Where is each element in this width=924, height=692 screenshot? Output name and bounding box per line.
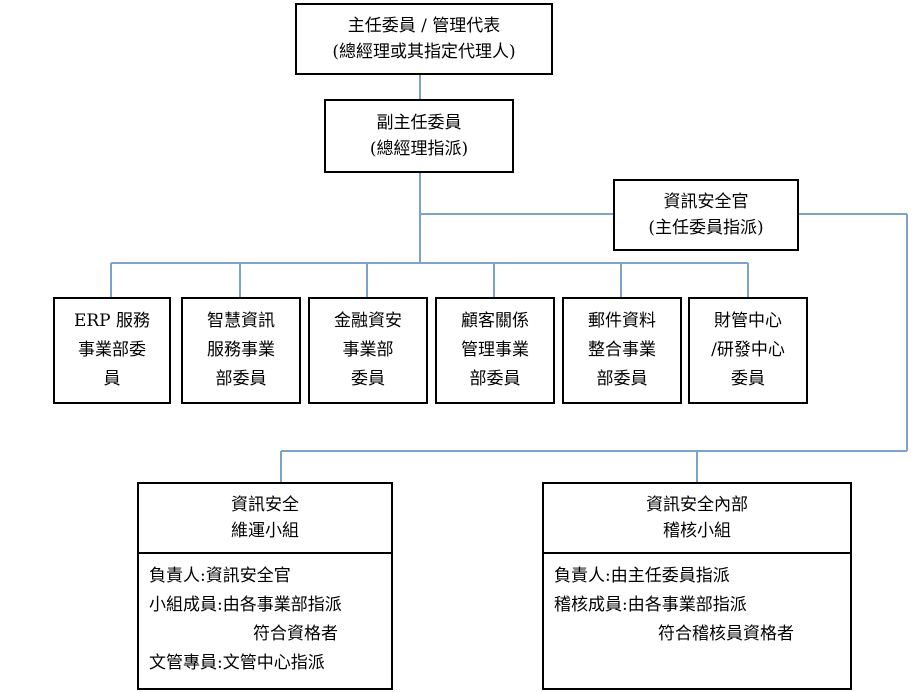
vice-chairman-title: 副主任委員 xyxy=(376,113,462,133)
team-ops-members: 小組成員:由各事業部指派 xyxy=(149,595,342,615)
team-ops-body: 負責人:資訊安全官 小組成員:由各事業部指派 符合資格者 文管專員:文管中心指派 xyxy=(139,554,391,678)
team-audit-title: 資訊安全內部 xyxy=(646,495,748,515)
vice-chairman-subtitle: (總經理指派) xyxy=(369,139,469,159)
department-label: 部委員 xyxy=(469,369,521,389)
chairman-box: 主任委員 / 管理代表 (總經理或其指定代理人) xyxy=(295,3,553,75)
vice-chairman-box: 副主任委員 (總經理指派) xyxy=(324,99,514,173)
chairman-title: 主任委員 / 管理代表 xyxy=(347,16,501,36)
department-box-finance-rd: 財管中心 /研發中心 委員 xyxy=(688,297,808,404)
team-audit-body: 負責人:由主任委員指派 稽核成員:由各事業部指派 符合稽核員資格者 xyxy=(544,554,850,649)
department-label: 部委員 xyxy=(596,369,648,389)
department-label: 委員 xyxy=(731,369,765,389)
department-label: 部委員 xyxy=(215,369,267,389)
team-audit-title: 稽核小組 xyxy=(663,521,731,541)
department-label: 郵件資料 xyxy=(588,311,656,331)
department-label: 事業部委 xyxy=(78,340,146,360)
department-label: 委員 xyxy=(351,369,385,389)
department-label: 服務事業 xyxy=(207,340,275,360)
department-label: 智慧資訊 xyxy=(207,311,275,331)
chairman-subtitle: (總經理或其指定代理人) xyxy=(332,42,516,62)
department-label: 顧客關係 xyxy=(461,311,529,331)
department-label: 金融資安 xyxy=(334,311,402,331)
team-audit-leader: 負責人:由主任委員指派 xyxy=(554,566,730,586)
team-ops-title: 資訊安全 xyxy=(231,495,299,515)
ciso-title: 資訊安全官 xyxy=(663,192,749,212)
team-audit-members: 稽核成員:由各事業部指派 xyxy=(554,595,747,615)
department-box-fin-security: 金融資安 事業部 委員 xyxy=(308,297,428,404)
team-audit-members-note: 符合稽核員資格者 xyxy=(658,624,794,644)
department-label: 事業部 xyxy=(342,340,394,360)
team-audit-header: 資訊安全內部 稽核小組 xyxy=(544,484,850,554)
department-box-crm: 顧客關係 管理事業 部委員 xyxy=(435,297,555,404)
team-ops-members-note: 符合資格者 xyxy=(253,624,338,644)
department-label: /研發中心 xyxy=(711,340,785,360)
team-ops-title: 維運小組 xyxy=(231,521,299,541)
team-ops-box: 資訊安全 維運小組 負責人:資訊安全官 小組成員:由各事業部指派 符合資格者 文… xyxy=(137,482,393,690)
department-label: ERP 服務 xyxy=(73,311,151,331)
ciso-subtitle: (主任委員指派) xyxy=(648,218,764,238)
department-label: 員 xyxy=(103,369,121,389)
ciso-box: 資訊安全官 (主任委員指派) xyxy=(613,179,799,251)
department-box-erp: ERP 服務 事業部委 員 xyxy=(53,297,171,404)
department-label: 管理事業 xyxy=(461,340,529,360)
team-ops-doc-officer: 文管專員:文管中心指派 xyxy=(149,653,325,673)
team-audit-box: 資訊安全內部 稽核小組 負責人:由主任委員指派 稽核成員:由各事業部指派 符合稽… xyxy=(542,482,852,690)
team-ops-header: 資訊安全 維運小組 xyxy=(139,484,391,554)
department-box-mail-data: 郵件資料 整合事業 部委員 xyxy=(562,297,682,404)
department-label: 整合事業 xyxy=(588,340,656,360)
department-box-smart-info: 智慧資訊 服務事業 部委員 xyxy=(181,297,301,404)
department-label: 財管中心 xyxy=(714,311,782,331)
team-ops-leader: 負責人:資訊安全官 xyxy=(149,566,291,586)
